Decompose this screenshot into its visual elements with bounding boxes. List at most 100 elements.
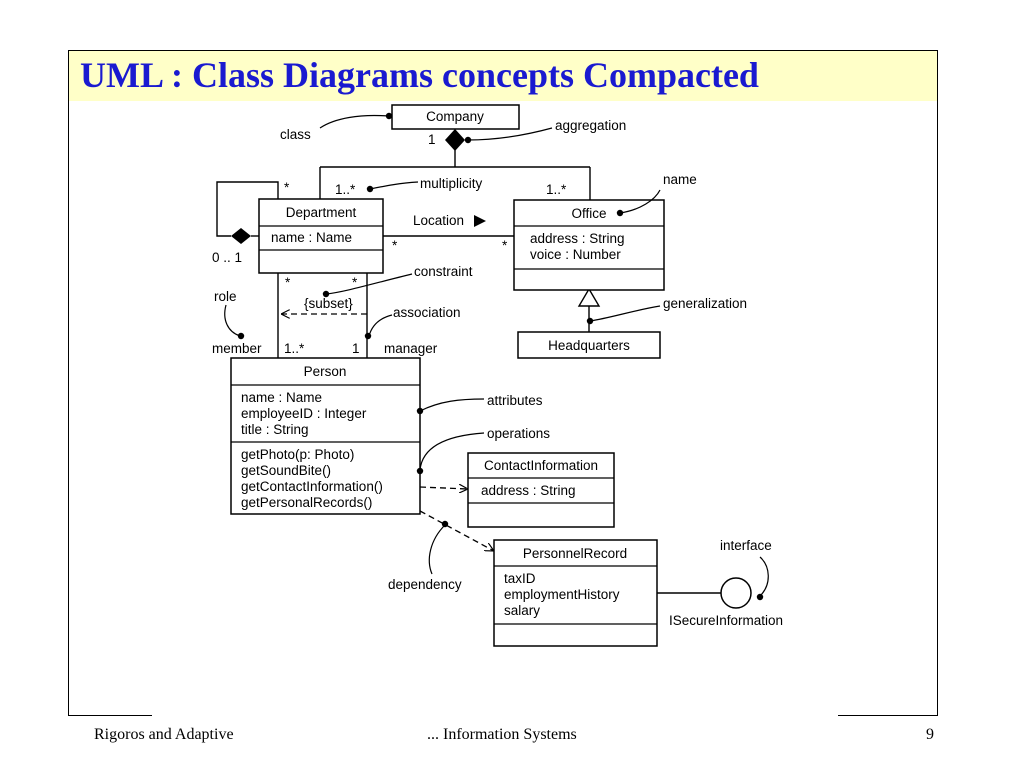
- multiplicity-manager: 1: [352, 341, 360, 356]
- callout-dot-multiplicity: [366, 185, 374, 193]
- callout-role: role: [214, 289, 237, 304]
- callout-dots: [237, 112, 764, 601]
- callout-lines: [224, 114, 769, 597]
- callout-line-interface: [759, 556, 769, 597]
- callout-interface: interface: [720, 538, 772, 553]
- person-attribute: title : String: [241, 422, 309, 437]
- multiplicity-department-right: *: [352, 275, 358, 290]
- callout-dot-name: [616, 209, 624, 217]
- dependency-personnelrecord: [419, 510, 494, 551]
- callout-dot-attributes: [416, 407, 424, 415]
- class-contactinformation: ContactInformation address : String: [467, 452, 615, 528]
- multiplicity-member: 1..*: [284, 341, 305, 356]
- callout-aggregation: aggregation: [555, 118, 626, 133]
- department-self-association: [216, 181, 279, 237]
- interface-lollipop: [720, 577, 752, 609]
- contactinformation-attribute: address : String: [481, 483, 576, 498]
- interface-name: ISecureInformation: [669, 613, 783, 628]
- callout-generalization: generalization: [663, 296, 747, 311]
- location-label: Location: [413, 213, 464, 228]
- multiplicity-department-top: 1..*: [335, 182, 356, 197]
- callout-dot-association: [364, 332, 372, 340]
- multiplicity-office-top: 1..*: [546, 182, 567, 197]
- callout-line-multiplicity: [369, 181, 419, 190]
- callout-line-attributes: [419, 398, 485, 412]
- person-operation: getSoundBite(): [241, 463, 331, 478]
- callout-attributes: attributes: [487, 393, 543, 408]
- class-personnelrecord-name: PersonnelRecord: [523, 546, 627, 561]
- association-labels: Location 1 1..* 1..* * 0 .. 1 * * * * 1.…: [212, 132, 567, 356]
- class-person: Person name : Name employeeID : Integer …: [230, 357, 421, 515]
- class-office-name: Office: [571, 206, 606, 221]
- callout-line-constraint: [325, 273, 413, 295]
- callout-line-role: [224, 304, 241, 337]
- callout-dependency: dependency: [388, 577, 462, 592]
- callout-line-name: [619, 189, 661, 214]
- person-operation: getContactInformation(): [241, 479, 383, 494]
- callout-labels: class aggregation multiplicity name cons…: [214, 118, 783, 628]
- person-attribute: employeeID : Integer: [241, 406, 367, 421]
- person-operation: getPhoto(p: Photo): [241, 447, 354, 462]
- dependency-lines: [281, 314, 494, 551]
- aggregation-diamond-department: [231, 228, 251, 244]
- class-contactinformation-name: ContactInformation: [484, 458, 598, 473]
- multiplicity-department-left: *: [285, 275, 291, 290]
- multiplicity-self-star: *: [284, 180, 290, 195]
- callout-line-operations: [419, 432, 485, 471]
- class-company-name: Company: [426, 109, 484, 124]
- class-department-name: Department: [286, 205, 357, 220]
- aggregation-diamond-company: [445, 129, 465, 151]
- role-member: member: [212, 341, 262, 356]
- class-company: Company: [391, 104, 520, 130]
- personnelrecord-attribute: employmentHistory: [504, 587, 620, 602]
- callout-line-class: [319, 114, 389, 129]
- slide-title: UML : Class Diagrams concepts Compacted: [80, 55, 759, 95]
- dependency-contactinformation: [419, 487, 468, 489]
- callout-line-dependency: [428, 524, 446, 575]
- callout-dot-constraint: [322, 290, 330, 298]
- location-direction-arrow: [474, 215, 486, 227]
- callout-name: name: [663, 172, 697, 187]
- callout-constraint: constraint: [414, 264, 473, 279]
- person-operation: getPersonalRecords(): [241, 495, 372, 510]
- callout-line-aggregation: [467, 127, 553, 141]
- callout-dot-role: [237, 332, 245, 340]
- page-number: 9: [926, 726, 934, 743]
- multiplicity-department-location: *: [392, 238, 398, 253]
- relationship-lines: [216, 150, 721, 594]
- callout-dot-generalization: [586, 317, 594, 325]
- callout-dot-aggregation: [464, 136, 472, 144]
- footer-center-text: ... Information Systems: [427, 726, 577, 743]
- subset-constraint: {subset}: [304, 296, 353, 311]
- callout-dot-interface: [756, 593, 764, 601]
- multiplicity-office-location: *: [502, 238, 508, 253]
- class-personnelrecord: PersonnelRecord taxID employmentHistory …: [493, 539, 658, 647]
- multiplicity-company: 1: [428, 132, 436, 147]
- person-attribute: name : Name: [241, 390, 322, 405]
- office-attribute: address : String: [530, 231, 625, 246]
- office-attribute: voice : Number: [530, 247, 621, 262]
- class-headquarters: Headquarters: [517, 331, 661, 359]
- callout-dot-dependency: [441, 520, 449, 528]
- class-department: Department name : Name: [258, 198, 384, 274]
- personnelrecord-attribute: taxID: [504, 571, 536, 586]
- class-person-name: Person: [304, 364, 347, 379]
- callout-dot-operations: [416, 467, 424, 475]
- class-office: Office address : String voice : Number: [513, 199, 665, 291]
- callout-line-generalization: [589, 305, 661, 322]
- generalization-triangle: [577, 287, 601, 307]
- callout-association: association: [393, 305, 461, 320]
- personnelrecord-attribute: salary: [504, 603, 540, 618]
- department-attribute: name : Name: [271, 230, 352, 245]
- multiplicity-self-zero-one: 0 .. 1: [212, 250, 242, 265]
- role-manager: manager: [384, 341, 438, 356]
- footer-left-text: Rigoros and Adaptive: [94, 726, 234, 743]
- callout-line-association: [368, 314, 393, 337]
- title-bar: [69, 51, 937, 101]
- callout-operations: operations: [487, 426, 550, 441]
- callout-dot-class: [385, 112, 393, 120]
- class-headquarters-name: Headquarters: [548, 338, 630, 353]
- callout-multiplicity: multiplicity: [420, 176, 483, 191]
- footer-divider-gap: [152, 712, 838, 722]
